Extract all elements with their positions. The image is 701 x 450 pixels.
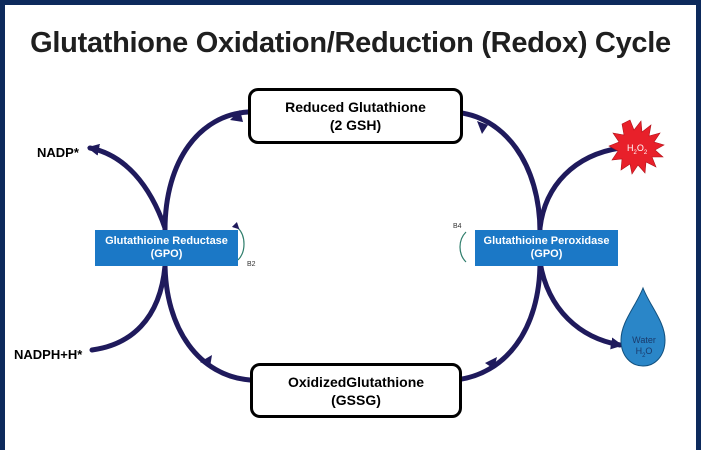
arc-oxidized-to-reductase — [162, 259, 253, 383]
glutathione-peroxidase-box: Glutathioine Peroxidase (GPO) — [475, 230, 618, 266]
b4-cofactor-arc — [459, 231, 467, 263]
h2o2-sub1: 2 — [633, 149, 637, 156]
oxidized-glutathione-formula: (GSSG) — [331, 391, 381, 408]
cycle-arrowhead — [477, 121, 488, 134]
arc-to-water — [537, 259, 623, 350]
reduced-glutathione-box: Reduced Glutathione (2 GSH) — [248, 88, 463, 144]
h2o2-o: O — [636, 143, 644, 153]
reductase-label: Glutathioine Reductase — [105, 235, 228, 247]
arc-from-nadph — [89, 263, 168, 353]
cycle-arrowhead — [230, 110, 243, 122]
water-word: Water — [632, 335, 656, 345]
arc-to-nadp — [87, 143, 168, 231]
water-o: O — [645, 346, 653, 356]
b2-cofactor-arc — [231, 221, 245, 261]
oxidized-glutathione-box: OxidizedGlutathione (GSSG) — [250, 363, 462, 418]
h2o2-h: H — [627, 143, 634, 153]
cycle-arrowhead — [200, 355, 212, 367]
h2o2-starburst — [608, 119, 665, 175]
water-drop — [620, 286, 666, 367]
h2o2-sub2: 2 — [643, 149, 648, 156]
oxidized-glutathione-label: OxidizedGlutathione — [287, 373, 425, 390]
peroxidase-label: Glutathioine Peroxidase — [483, 235, 610, 247]
reductase-abbrev: (GPO) — [150, 248, 183, 260]
h2o2-label: H2O2 — [627, 143, 647, 156]
water-label: Water H2O — [624, 335, 664, 362]
nadph-label: NADPH+H* — [14, 347, 83, 362]
water-sub: 2 — [642, 352, 646, 359]
cycle-arrowhead — [485, 357, 497, 369]
water-formula: H2O — [624, 346, 664, 362]
b2-cofactor-label: B2 — [247, 261, 256, 268]
reduced-glutathione-label: Reduced Glutathione — [285, 99, 426, 115]
b4-cofactor-label: B4 — [453, 223, 462, 230]
glutathione-reductase-box: Glutathioine Reductase (GPO) — [95, 230, 238, 266]
reduced-glutathione-formula: (2 GSH) — [329, 117, 382, 133]
page-title: Glutathione Oxidation/Reduction (Redox) … — [30, 27, 671, 59]
water-h: H — [635, 346, 643, 356]
arc-reduced-to-peroxidase — [450, 109, 543, 235]
arc-from-h2o2 — [537, 145, 623, 231]
arc-peroxidase-to-oxidized — [452, 259, 543, 383]
nadp-label: NADP* — [37, 145, 79, 160]
arc-reductase-to-reduced — [162, 109, 251, 233]
peroxidase-abbrev: (GPO) — [530, 248, 563, 260]
